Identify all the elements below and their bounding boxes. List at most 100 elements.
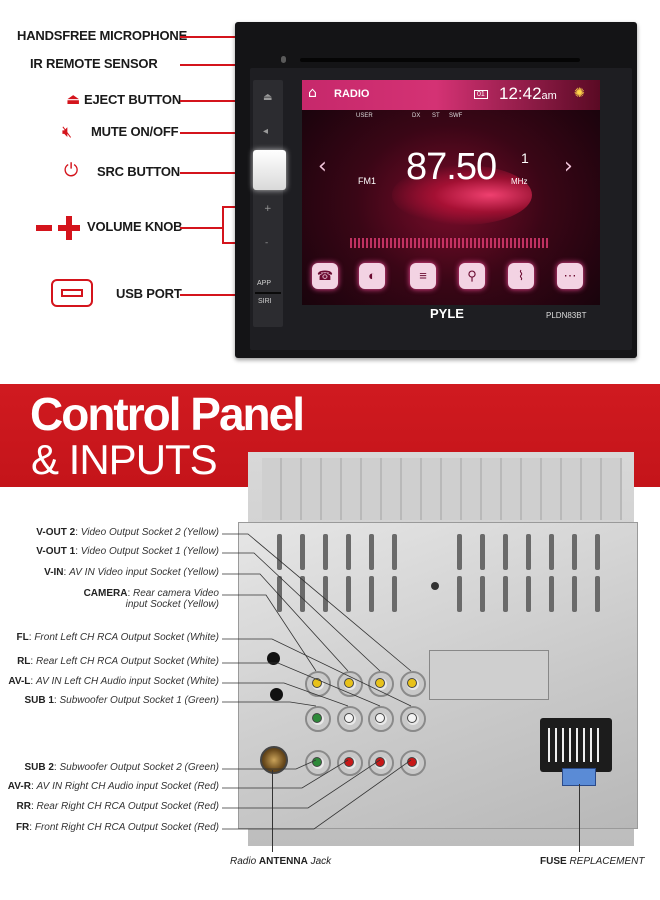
- bulb-icon[interactable]: ✺: [574, 86, 585, 101]
- vent-slot: [595, 576, 600, 612]
- callout-volume: VOLUME KNOB: [87, 219, 183, 234]
- vent-slot: [480, 576, 485, 612]
- power-icon: ⏻: [64, 160, 79, 181]
- preset-badge: 01: [474, 90, 488, 99]
- rca-socket[interactable]: [368, 706, 394, 732]
- screen-topbar: [302, 80, 600, 110]
- mute-screen-icon[interactable]: ◐: [359, 263, 385, 289]
- vent-slot: [300, 576, 305, 612]
- vent-slot: [300, 534, 305, 570]
- touchscreen[interactable]: ⌂ RADIO 01 12:42am ✺ USER DX ST SWF ‹ › …: [302, 80, 600, 305]
- rear-label-7: SUB 1: Subwoofer Output Socket 1 (Green): [24, 695, 219, 706]
- chassis-top-cover: [262, 458, 622, 520]
- rear-label-1: V-OUT 1: Video Output Socket 1 (Yellow): [36, 546, 219, 557]
- phone-icon[interactable]: ☎: [312, 263, 338, 289]
- rca-socket[interactable]: [305, 671, 331, 697]
- vent-slot: [549, 534, 554, 570]
- brand-logo: PYLE: [430, 306, 464, 321]
- banner-subtitle: & INPUTS: [31, 436, 218, 483]
- model-label: PLDN83BT: [546, 311, 587, 320]
- rear-label-2: V-IN: AV IN Video input Socket (Yellow): [44, 567, 219, 578]
- vent-slot: [323, 576, 328, 612]
- vent-slot: [392, 534, 397, 570]
- vent-slot: [277, 534, 282, 570]
- vent-slot: [549, 576, 554, 612]
- rear-label-4: FL: Front Left CH RCA Output Socket (Whi…: [16, 632, 219, 643]
- src-button[interactable]: [253, 150, 286, 190]
- rear-label-9: AV-R: AV IN Right CH Audio input Socket …: [7, 781, 219, 792]
- rca-socket[interactable]: [368, 750, 394, 776]
- sub-swf: SWF: [449, 113, 463, 119]
- search-icon[interactable]: ⚲: [459, 263, 485, 289]
- jack-hole-2: [270, 688, 283, 701]
- callout-line-src: [180, 172, 260, 174]
- rear-label-6: AV-L: AV IN Left CH Audio input Socket (…: [8, 676, 219, 687]
- sub-dx: DX: [412, 113, 421, 119]
- vent-slot: [572, 534, 577, 570]
- channel: 1: [521, 150, 529, 166]
- rca-socket[interactable]: [337, 706, 363, 732]
- rca-socket[interactable]: [400, 706, 426, 732]
- rca-socket[interactable]: [400, 750, 426, 776]
- rca-socket[interactable]: [400, 671, 426, 697]
- home-icon[interactable]: ⌂: [308, 85, 317, 101]
- banner-title: Control Panel: [30, 388, 305, 440]
- volume-up-button[interactable]: +: [264, 204, 272, 214]
- rear-label-5: RL: Rear Left CH RCA Output Socket (Whit…: [17, 656, 219, 667]
- vent-slot: [323, 534, 328, 570]
- vent-slot: [346, 576, 351, 612]
- callout-line-ir: [180, 64, 266, 66]
- equalizer-icon[interactable]: ≡: [410, 263, 436, 289]
- rear-label-10: RR: Rear Right CH RCA Output Socket (Red…: [16, 801, 220, 812]
- callout-ir: IR REMOTE SENSOR: [30, 56, 158, 71]
- callout-mute: MUTE ON/OFF: [91, 124, 179, 139]
- more-icon[interactable]: ⋯: [557, 263, 583, 289]
- eject-button[interactable]: ⏏: [263, 92, 273, 103]
- mute-icon: 🔇︎: [62, 122, 73, 141]
- spectrum-bars: [350, 238, 550, 248]
- vent-slot: [346, 534, 351, 570]
- callout-eject: EJECT BUTTON: [84, 92, 182, 107]
- callout-bracket-v: [222, 206, 224, 242]
- callout-line-mute: [180, 132, 266, 134]
- screen-mode: RADIO: [334, 88, 370, 100]
- vent-slot: [526, 534, 531, 570]
- frequency: 87.50: [406, 146, 497, 188]
- app-button[interactable]: APP: [257, 280, 272, 287]
- volume-down-button[interactable]: -: [265, 238, 269, 248]
- clock: 12:42am: [499, 84, 557, 103]
- vent-slot: [457, 576, 462, 612]
- antenna-caption: Radio ANTENNA Jack: [230, 856, 332, 867]
- wiring-harness-connector[interactable]: [540, 718, 612, 772]
- siri-button[interactable]: SIRI: [258, 298, 272, 305]
- antenna-jack[interactable]: [260, 746, 288, 774]
- rca-socket[interactable]: [368, 671, 394, 697]
- callout-line-eject: [180, 100, 266, 102]
- rca-socket[interactable]: [337, 671, 363, 697]
- microphone-icon: [281, 56, 286, 63]
- rear-label-8: SUB 2: Subwoofer Output Socket 2 (Green): [24, 762, 219, 773]
- vent-slot: [503, 576, 508, 612]
- rear-label-11: FR: Front Right CH RCA Output Socket (Re…: [15, 822, 219, 833]
- callout-usb: USB PORT: [116, 286, 182, 301]
- rca-socket[interactable]: [337, 750, 363, 776]
- jack-hole-1: [267, 652, 280, 665]
- vent-slot: [572, 576, 577, 612]
- sub-user: USER: [356, 113, 373, 119]
- fuse-caption: FUSE REPLACEMENT: [540, 856, 645, 867]
- mute-button[interactable]: ◂: [263, 126, 269, 137]
- usb-port[interactable]: [255, 292, 281, 294]
- disc-slot: [300, 58, 580, 62]
- vent-slot: [369, 534, 374, 570]
- callout-line-vol: [180, 227, 222, 229]
- arrow-right-icon[interactable]: ›: [564, 154, 573, 179]
- callout-line-mic: [180, 36, 283, 38]
- eject-icon: ⏏: [66, 90, 81, 108]
- rca-socket[interactable]: [305, 750, 331, 776]
- antenna-icon[interactable]: ⌇: [508, 263, 534, 289]
- vent-slot: [369, 576, 374, 612]
- vent-slot: [595, 534, 600, 570]
- arrow-left-icon[interactable]: ‹: [318, 154, 327, 179]
- rca-socket[interactable]: [305, 706, 331, 732]
